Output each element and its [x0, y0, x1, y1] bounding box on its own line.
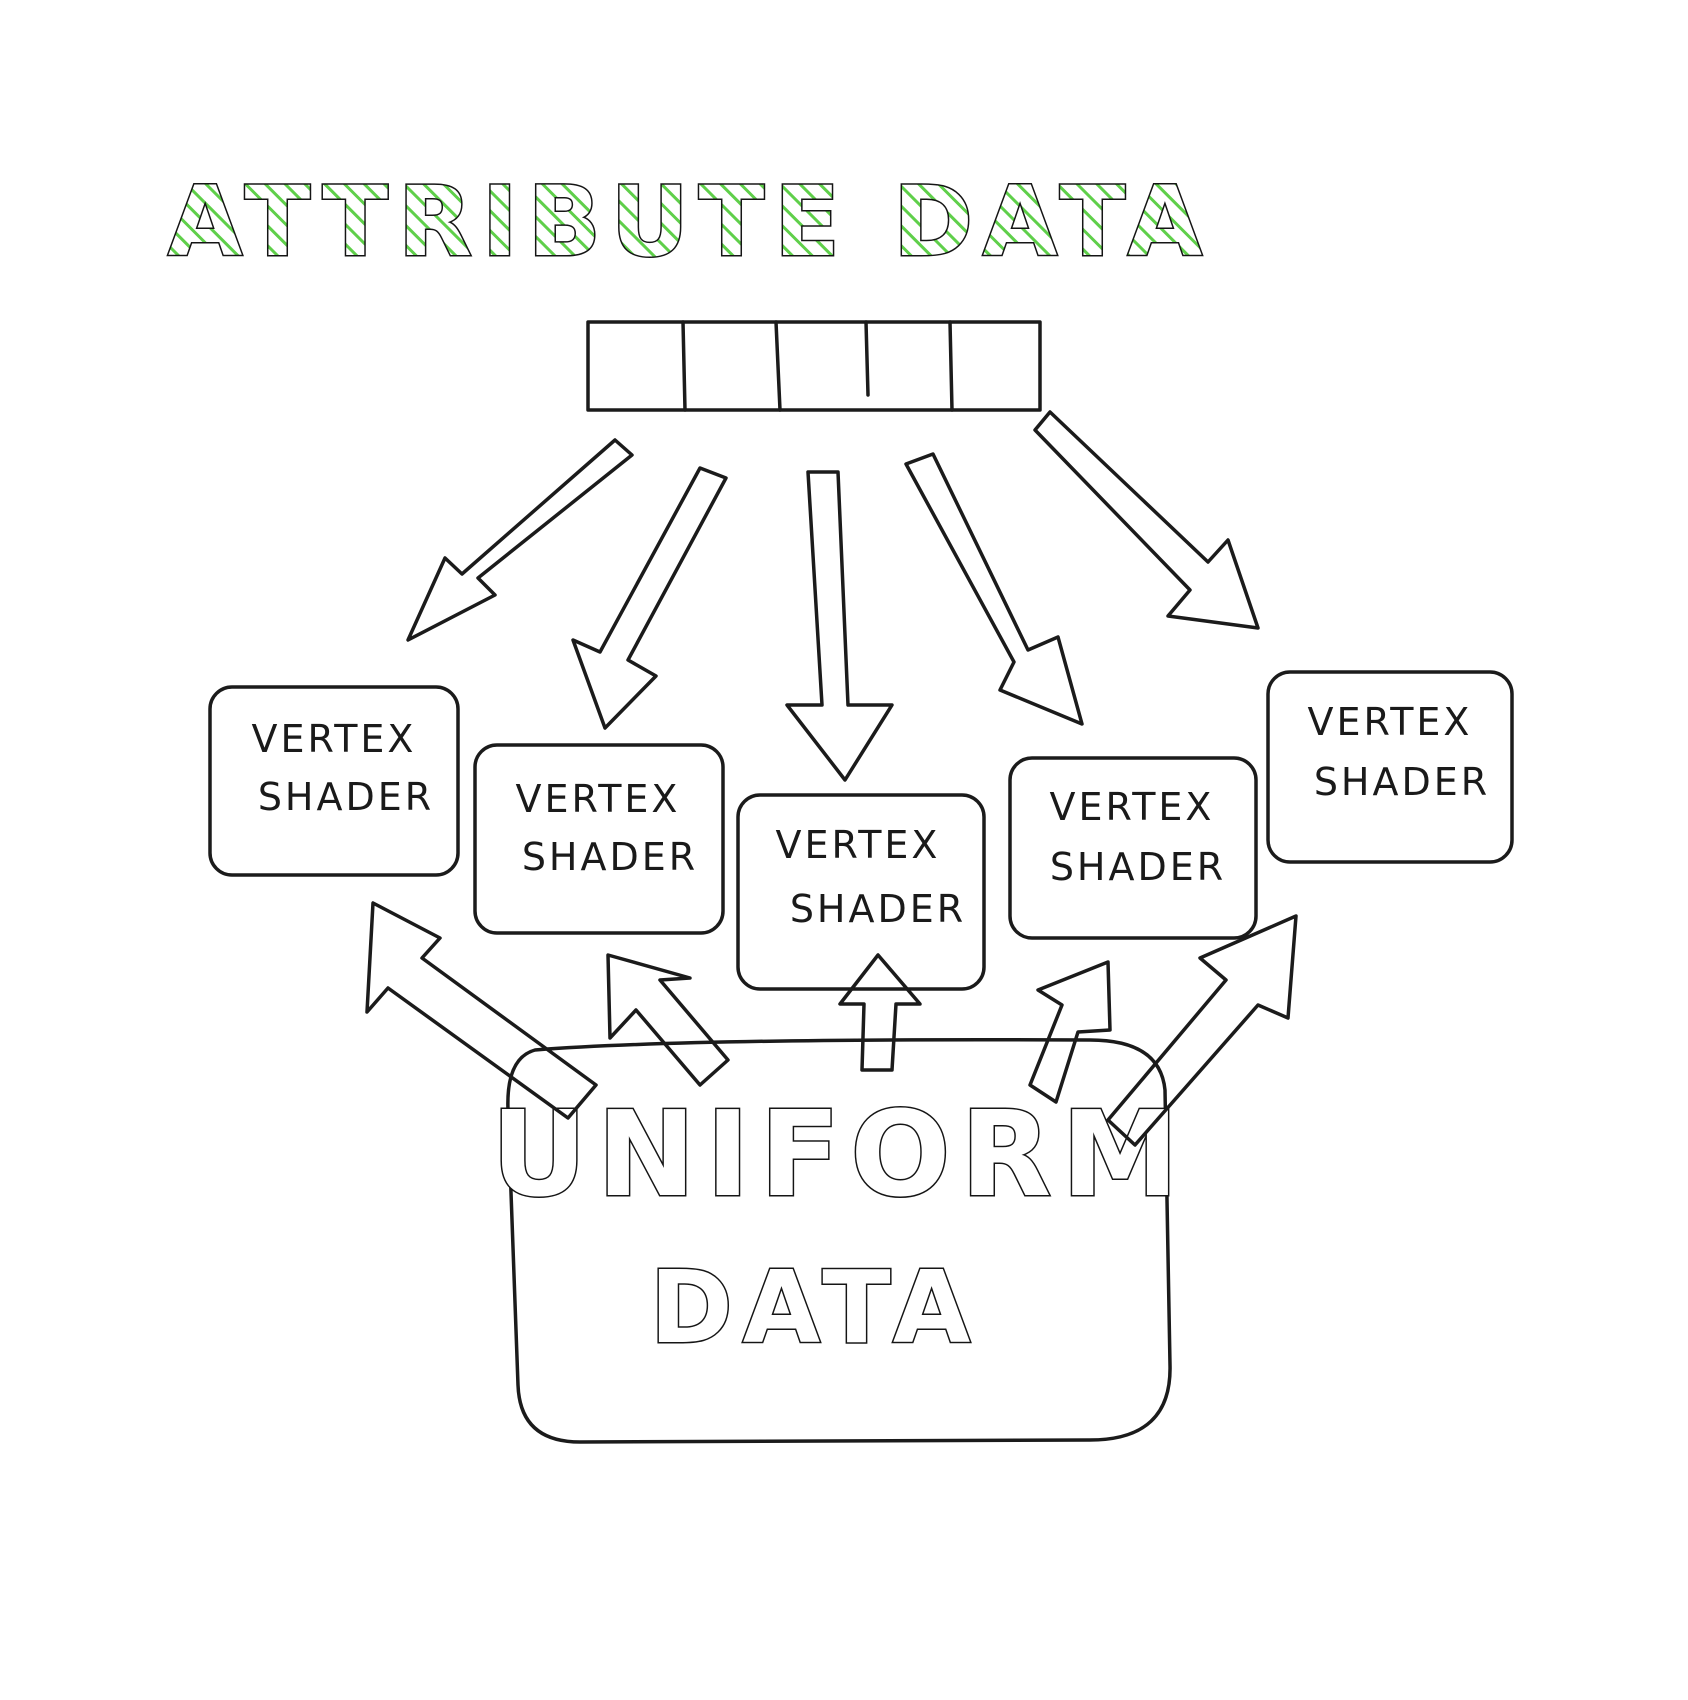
vertex-shader-label: VERTEX [1308, 700, 1473, 744]
attribute-arrow-1 [406, 438, 634, 642]
uniform-arrow-5 [1106, 914, 1298, 1147]
vertex-shader-label: VERTEX [776, 823, 941, 867]
uniform-arrow-4 [1028, 960, 1112, 1104]
vertex-shader-2: VERTEX SHADER [473, 743, 725, 935]
vertex-shader-label: VERTEX [252, 717, 417, 761]
vertex-shader-3: VERTEX SHADER [736, 793, 986, 991]
buffer-divider [864, 320, 870, 397]
uniform-data-title-line1: UNIFORM [491, 1085, 1189, 1223]
vertex-shader-label: SHADER [790, 887, 966, 931]
vertex-shader-5: VERTEX SHADER [1266, 670, 1514, 864]
attribute-arrow-3 [785, 470, 894, 782]
uniform-arrow-2 [606, 953, 730, 1087]
uniform-data-title-line2: DATA [650, 1249, 980, 1366]
attribute-buffer [586, 320, 1042, 412]
attribute-data-title: ATTRIBUTE DATA [166, 165, 1212, 280]
uniform-data-box: UNIFORM DATA [490, 1037, 1189, 1444]
buffer-divider [774, 320, 782, 412]
vertex-shader-label: VERTEX [1050, 785, 1215, 829]
vertex-shader-1: VERTEX SHADER [208, 685, 460, 877]
attribute-arrow-4 [904, 452, 1084, 726]
vertex-shader-label: SHADER [258, 775, 434, 819]
uniform-arrow-3 [838, 953, 922, 1072]
uniform-arrows [365, 901, 1298, 1147]
vertex-shader-label: VERTEX [516, 777, 681, 821]
attribute-arrows [406, 410, 1260, 782]
vertex-shader-4: VERTEX SHADER [1008, 756, 1258, 940]
attribute-data-title-text: ATTRIBUTE DATA [168, 166, 1212, 278]
vertex-shader-label: SHADER [522, 835, 698, 879]
vertex-shader-label: SHADER [1314, 760, 1490, 804]
buffer-divider [948, 320, 954, 412]
attribute-arrow-5 [1033, 410, 1260, 630]
vertex-shader-label: SHADER [1050, 845, 1226, 889]
uniform-arrow-1 [365, 901, 598, 1120]
buffer-divider [681, 320, 687, 412]
attribute-arrow-2 [571, 466, 728, 730]
